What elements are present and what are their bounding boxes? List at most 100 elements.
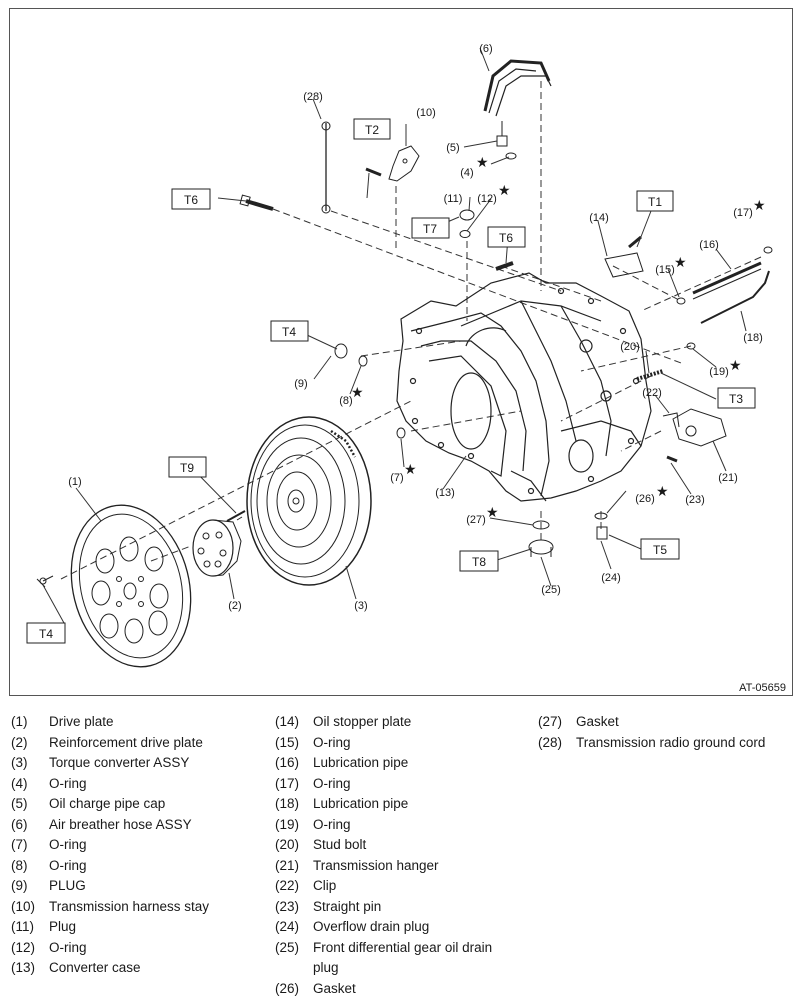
legend-item: (14) Oil stopper plate: [275, 712, 525, 733]
callout-4: (4): [460, 167, 473, 179]
svg-text:T9: T9: [180, 461, 194, 475]
legend-item: (11)Plug: [11, 917, 261, 938]
star-7: ★: [404, 462, 417, 478]
svg-text:T7: T7: [423, 222, 437, 236]
legend-item: (10)Transmission harness stay: [11, 897, 261, 918]
legend-item-number: (12): [11, 939, 36, 955]
legend-item-name: Gasket: [313, 980, 356, 996]
legend-item-name: Lubrication pipe: [313, 755, 409, 770]
legend-item-name: Air breather hose ASSY: [49, 816, 192, 832]
legend-item-name: Oil charge pipe cap: [49, 796, 166, 811]
legend-item-number: (23): [275, 898, 300, 914]
legend-item: (19)O-ring: [275, 815, 525, 836]
legend-item-number: (6): [11, 816, 28, 832]
legend-item: (28) Transmission radio ground cord: [538, 733, 788, 754]
svg-text:T3: T3: [729, 392, 743, 406]
legend-item-name: Drive plate: [49, 714, 114, 729]
star-15: ★: [674, 255, 687, 271]
callout-1: (1): [68, 476, 81, 488]
torque-box-t4-upper: T4: [270, 320, 309, 342]
legend-item-number: (28): [538, 734, 563, 750]
svg-text:T4: T4: [39, 627, 53, 641]
legend-item-name: Oil stopper plate: [313, 714, 412, 729]
legend-item: (26) Gasket: [275, 979, 525, 1000]
legend-item-name: Converter case: [49, 960, 141, 975]
callout-10: (10): [416, 107, 436, 119]
legend-item-name: Transmission hanger: [313, 857, 439, 873]
figure-id: AT-05659: [739, 682, 786, 694]
torque-box-t1: T1: [636, 190, 674, 212]
legend-column-2: (14) Oil stopper plate (15) O-ring (16) Lubri…: [275, 712, 525, 999]
legend-item-number: (10): [11, 898, 36, 914]
legend-item-number: (7): [11, 837, 28, 852]
callout-16: (16): [699, 239, 719, 251]
legend-item: (5) Oil charge pipe cap: [11, 794, 261, 815]
legend-item-name: Overflow drain plug: [313, 919, 430, 934]
legend-item-name: Transmission radio ground cord: [576, 734, 766, 750]
callout-28: (28): [303, 91, 323, 103]
legend-item-name: Reinforcement drive plate: [49, 734, 203, 750]
callout-9: (9): [294, 378, 307, 390]
legend-item-name: Front differential gear oil drain plug: [313, 939, 493, 976]
legend-item-number: (9): [11, 878, 28, 893]
legend-item-name: Stud bolt: [313, 837, 367, 852]
torque-converter-drawing: [246, 416, 372, 586]
star-12: ★: [498, 183, 511, 199]
legend-item: (1) Drive plate: [11, 712, 261, 733]
legend-item-number: (5): [11, 796, 28, 811]
torque-box-t8: T8: [459, 550, 499, 572]
legend-item: (21)Transmission hanger: [275, 856, 525, 877]
legend-column-1: (1) Drive plate (2)Reinforcement drive pla…: [11, 712, 261, 979]
torque-box-t6-left: T6: [171, 188, 211, 210]
legend-item-name: O-ring: [49, 775, 87, 791]
legend-item-number: (4): [11, 775, 28, 791]
torque-box-t7: T7: [411, 217, 450, 239]
diagram-drawing: T1 T2 T3 T4 T4 T5 T6 T6 T7 T8 T9 (1) (2)…: [26, 43, 786, 694]
legend-item-name: Torque converter ASSY: [49, 755, 190, 770]
callout-27: (27): [466, 514, 486, 526]
exploded-parts-diagram: T1 T2 T3 T4 T4 T5 T6 T6 T7 T8 T9 (1) (2)…: [9, 8, 793, 696]
legend-item-number: (27): [538, 714, 563, 729]
callout-12: (12): [477, 193, 497, 205]
star-8: ★: [351, 385, 364, 401]
legend-item-number: (1): [11, 714, 28, 729]
legend-item-number: (13): [11, 960, 36, 975]
legend-item: (24)Overflow drain plug: [275, 917, 525, 938]
legend-item-name: Gasket: [576, 714, 619, 729]
transmission-case-drawing: [396, 272, 652, 502]
callout-17: (17): [733, 207, 753, 219]
legend-item-number: (22): [275, 878, 300, 893]
legend-item-name: O-ring: [49, 837, 87, 852]
legend-item-name: PLUG: [49, 878, 86, 893]
legend-item: (17)O-ring: [275, 774, 525, 795]
legend-item-number: (16): [275, 755, 300, 770]
torque-box-t5: T5: [640, 538, 680, 560]
legend-item-number: (17): [275, 775, 300, 791]
legend-item-name: O-ring: [49, 857, 87, 873]
callout-7: (7): [390, 472, 403, 484]
callout-labels: (1) (2) (3) (4) (5) (6) (7) (8) (9) (10)…: [68, 43, 786, 694]
legend-item-name: O-ring: [313, 734, 351, 750]
reinforcement-plate-drawing: [192, 510, 246, 577]
legend-item: (18)Lubrication pipe: [275, 794, 525, 815]
legend-item-number: (8): [11, 857, 28, 873]
legend-item-name: Plug: [49, 919, 77, 934]
legend-item: (12)O-ring: [11, 938, 261, 959]
legend-item: (2)Reinforcement drive plate: [11, 733, 261, 754]
legend-item: (20)Stud bolt: [275, 835, 525, 856]
leader-lines: [42, 47, 747, 624]
legend-item-number: (14): [275, 714, 300, 729]
callout-8: (8): [339, 395, 352, 407]
star-26: ★: [656, 484, 669, 500]
assembly-guide-lines: [60, 81, 762, 580]
torque-box-t4-lower: T4: [26, 622, 66, 644]
legend-item-number: (15): [275, 734, 300, 750]
legend-item-number: (26): [275, 980, 300, 996]
legend-item-number: (25): [275, 939, 300, 955]
callout-5: (5): [446, 142, 459, 154]
callout-19: (19): [709, 366, 729, 378]
legend-item: (3)Torque converter ASSY: [11, 753, 261, 774]
torque-box-t6-center: T6: [487, 226, 526, 248]
callout-21: (21): [718, 472, 738, 484]
legend-item: (23)Straight pin: [275, 897, 525, 918]
